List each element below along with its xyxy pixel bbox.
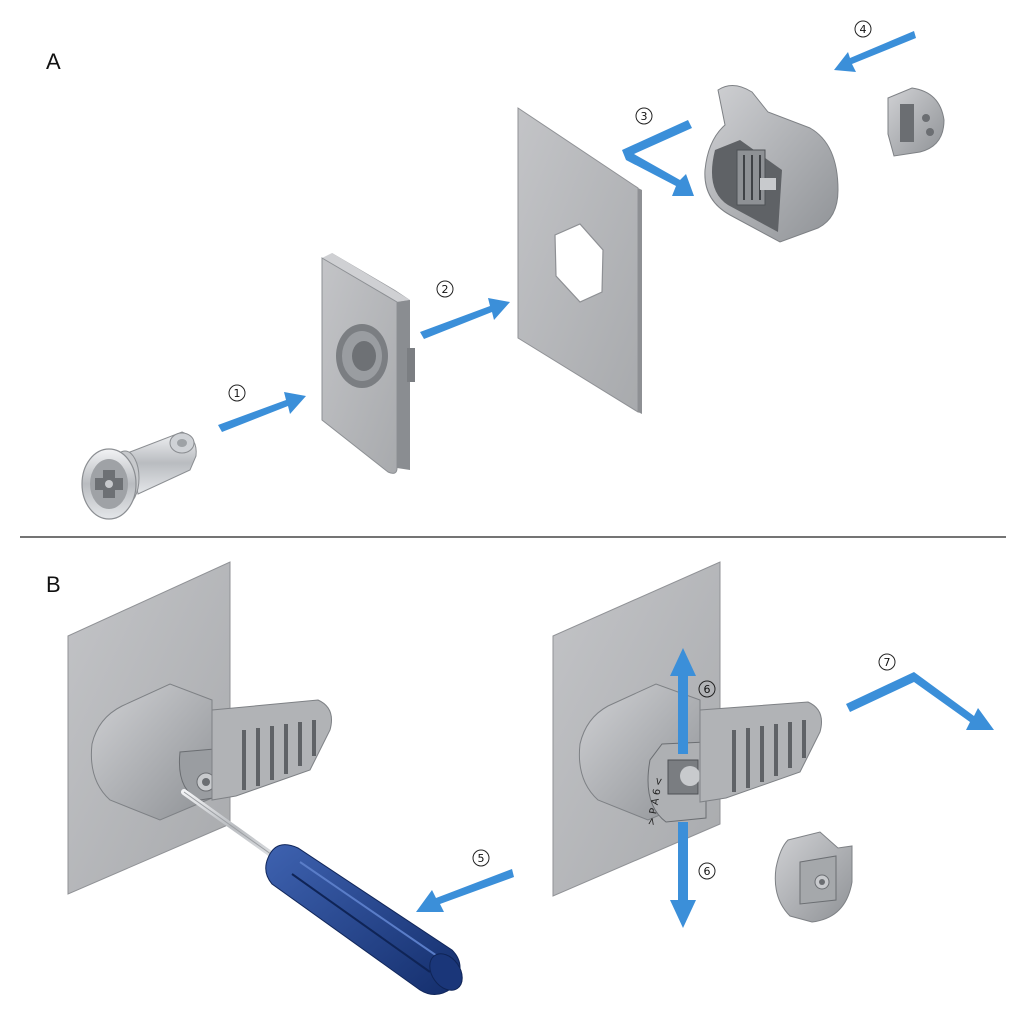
step-number-1: 1 [228, 384, 246, 402]
step-number-6-upper: 6 [698, 680, 716, 698]
arrow-step-4 [834, 31, 916, 72]
panel-icon [517, 107, 642, 414]
svg-text:4: 4 [860, 23, 867, 36]
step-number-6-lower: 6 [698, 862, 716, 880]
end-cap-icon [887, 87, 945, 157]
arrow-step-2 [420, 298, 510, 339]
adapter-plate-icon [321, 253, 415, 474]
svg-text:6: 6 [704, 683, 711, 696]
arrow-step-1 [218, 392, 306, 432]
handle-icon: > P A 6 < [578, 683, 822, 827]
step-number-5: 5 [472, 849, 490, 867]
section-label-b: B [46, 572, 61, 597]
lock-insert-icon [81, 431, 197, 520]
step-number-7: 7 [878, 653, 896, 671]
arrow-icon [218, 31, 994, 928]
svg-text:6: 6 [704, 865, 711, 878]
arrow-step-3 [622, 120, 694, 196]
svg-text:7: 7 [884, 656, 891, 669]
screwdriver-icon [181, 789, 463, 995]
arrow-step-7 [846, 672, 994, 730]
step-number-4: 4 [854, 20, 872, 38]
section-label-a: A [46, 49, 61, 74]
end-cap-icon [774, 831, 853, 923]
svg-text:3: 3 [641, 110, 648, 123]
step-number-2: 2 [436, 280, 454, 298]
arrow-step-6-up [670, 648, 696, 754]
handle-icon [90, 683, 332, 821]
svg-text:1: 1 [234, 387, 241, 400]
step-number-3: 3 [635, 107, 653, 125]
arrow-step-6-down [670, 822, 696, 928]
svg-text:5: 5 [478, 852, 485, 865]
svg-text:2: 2 [442, 283, 449, 296]
arrow-step-5 [416, 869, 514, 912]
housing-icon [704, 85, 839, 243]
